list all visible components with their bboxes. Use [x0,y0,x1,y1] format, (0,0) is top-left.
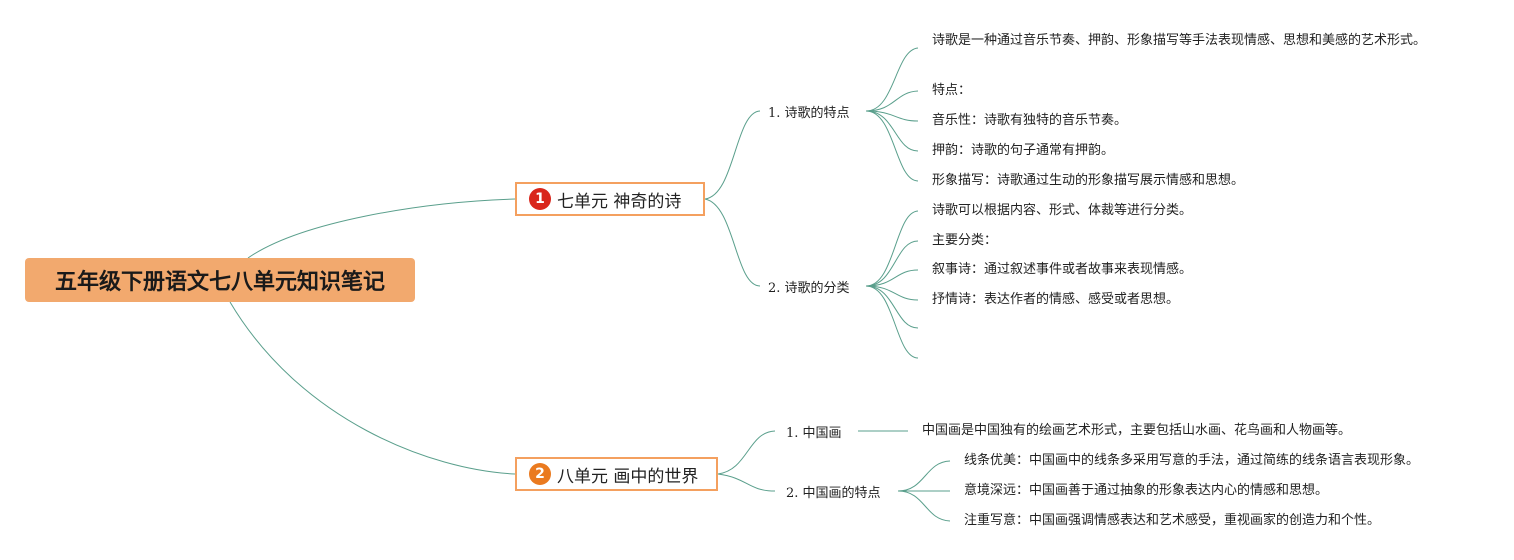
note-musicality[interactable]: 音乐性：诗歌有独特的音乐节奏。 [932,113,1128,128]
connector-b1-topic2 [704,198,761,287]
topic-poetry-categories[interactable]: 2. 诗歌的分类 [768,281,850,296]
note-narrative-poem[interactable]: 叙事诗：通过叙述事件或者故事来表现情感。 [932,262,1193,277]
branch-label: 八单元 画中的世界 [557,466,699,487]
connector-root-branch2 [229,301,516,475]
connector-b2-topic1 [717,430,776,475]
branch-label: 七单元 神奇的诗 [557,191,682,212]
connector-b2-topic2 [717,473,776,492]
root-title: 五年级下册语文七八单元知识笔记 [54,270,385,295]
note-chinese-painting[interactable]: 中国画是中国独有的绘画艺术形式，主要包括山水画、花鸟画和人物画等。 [922,423,1352,438]
number-badge-1: 1 [529,188,551,210]
topic-chinese-painting[interactable]: 1. 中国画 [786,426,842,441]
note-imagery[interactable]: 形象描写：诗歌通过生动的形象描写展示情感和思想。 [932,173,1245,188]
topic-chinese-painting-features[interactable]: 2. 中国画的特点 [786,486,881,501]
topic-poetry-features[interactable]: 1. 诗歌的特点 [768,106,850,121]
note-main-categories[interactable]: 主要分类： [932,233,998,248]
number-badge-2: 2 [529,463,551,485]
note-classification[interactable]: 诗歌可以根据内容、形式、体裁等进行分类。 [932,203,1193,218]
note-features-heading[interactable]: 特点： [932,83,972,98]
note-definition[interactable]: 诗歌是一种通过音乐节奏、押韵、形象描写等手法表现情感、思想和美感的艺术形式。 [932,33,1427,48]
branch-unit8[interactable]: 2 八单元 画中的世界 [515,457,718,491]
note-rhyme[interactable]: 押韵：诗歌的句子通常有押韵。 [932,143,1115,158]
note-profound-mood[interactable]: 意境深远：中国画善于通过抽象的形象表达内心的情感和思想。 [964,483,1329,498]
note-lyric-poem[interactable]: 抒情诗：表达作者的情感、感受或者思想。 [932,292,1180,307]
branch-unit7[interactable]: 1 七单元 神奇的诗 [515,182,705,216]
connector-root-branch1 [247,198,516,259]
root-node[interactable]: 五年级下册语文七八单元知识笔记 [25,258,415,302]
note-elegant-lines[interactable]: 线条优美：中国画中的线条多采用写意的手法，通过简练的线条语言表现形象。 [964,453,1420,468]
note-freehand[interactable]: 注重写意：中国画强调情感表达和艺术感受，重视画家的创造力和个性。 [964,513,1381,528]
connector-b1-topic1 [704,110,761,200]
